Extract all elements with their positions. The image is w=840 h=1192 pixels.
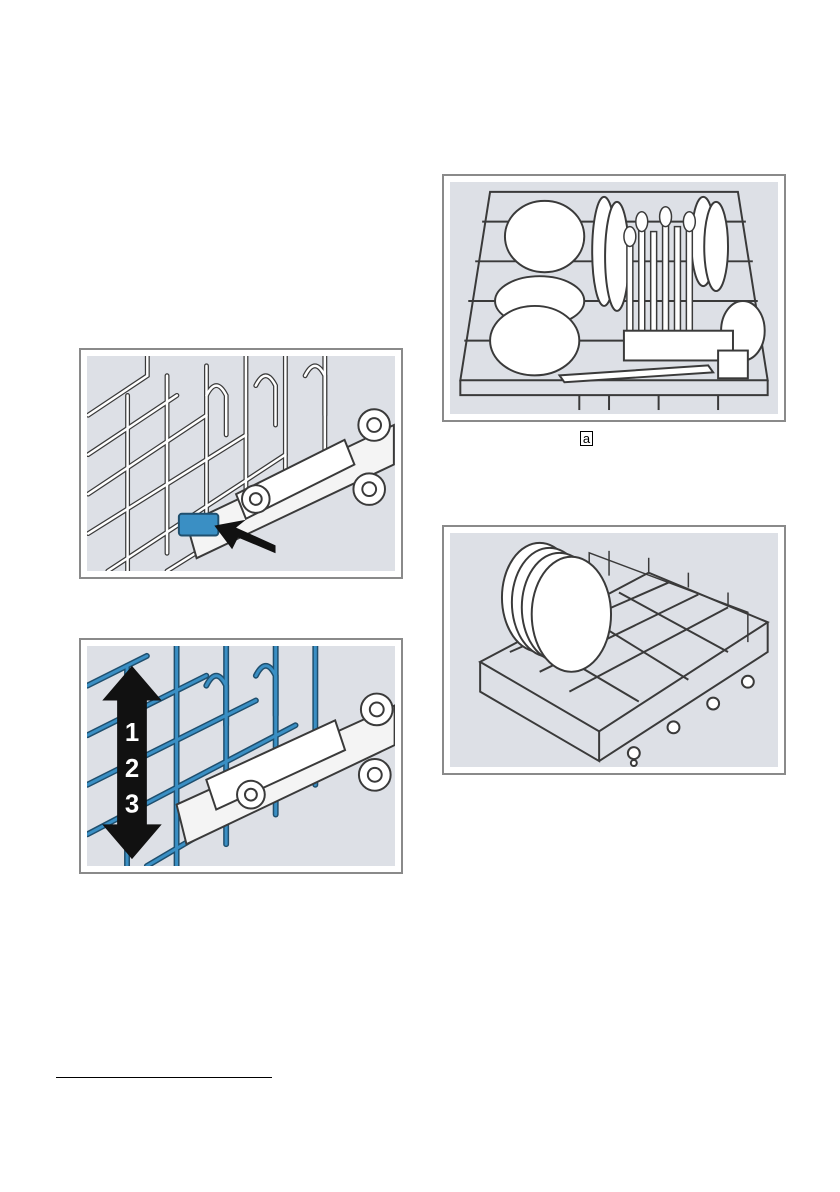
callout-label-a: a <box>580 431 593 446</box>
lower-basket-figure <box>442 525 786 775</box>
rack-height-adjust-illustration: 1 2 3 <box>87 646 395 866</box>
rack-release-figure <box>79 348 403 579</box>
loaded-lower-basket-illustration <box>450 533 778 767</box>
release-lever <box>179 514 218 536</box>
height-level-2: 2 <box>125 755 139 783</box>
rack-height-figure: 1 2 3 <box>79 638 403 874</box>
upper-basket-figure <box>442 174 786 422</box>
footnote-divider <box>56 1077 272 1078</box>
loaded-upper-basket-illustration <box>450 182 778 414</box>
height-level-3: 3 <box>125 790 139 818</box>
height-level-1: 1 <box>125 719 139 747</box>
rack-release-lever-illustration <box>87 356 395 571</box>
